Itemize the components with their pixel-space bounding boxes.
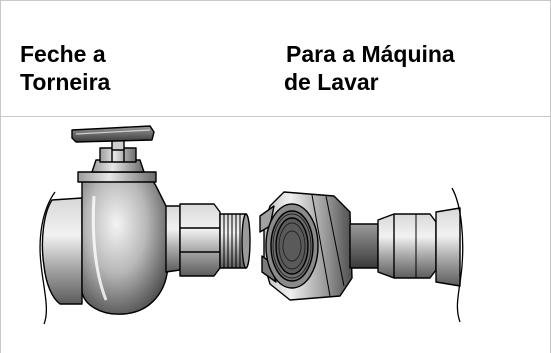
wall-line-right — [451, 187, 464, 323]
close-faucet-label: Feche a Torneira — [20, 40, 110, 96]
to-washing-machine-label-line2: de Lavar — [284, 69, 379, 95]
faucet-valve-icon — [39, 125, 251, 325]
close-faucet-label-line1: Feche a — [20, 41, 106, 67]
close-faucet-label-line2: Torneira — [20, 69, 111, 95]
faucet-outlet-neck — [165, 205, 181, 273]
wall-line-left — [39, 191, 56, 325]
faucet-threaded-spout — [219, 213, 251, 269]
faucet-inlet-pipe — [41, 197, 83, 305]
connector-barrel — [349, 223, 379, 269]
hose-connector-icon — [259, 187, 464, 323]
faucet-handle — [71, 125, 155, 143]
frame-left-border — [0, 0, 1, 353]
faucet-hex-section — [179, 203, 221, 277]
frame-top-border — [0, 0, 551, 1]
frame-separator — [0, 116, 551, 117]
to-washing-machine-label-line1: Para a Máquina — [286, 41, 455, 67]
connector-hose — [435, 207, 461, 287]
faucet-collar — [77, 171, 157, 183]
to-washing-machine-label: Para a Máquina de Lavar — [284, 40, 455, 96]
connector-ferrule — [377, 213, 437, 279]
